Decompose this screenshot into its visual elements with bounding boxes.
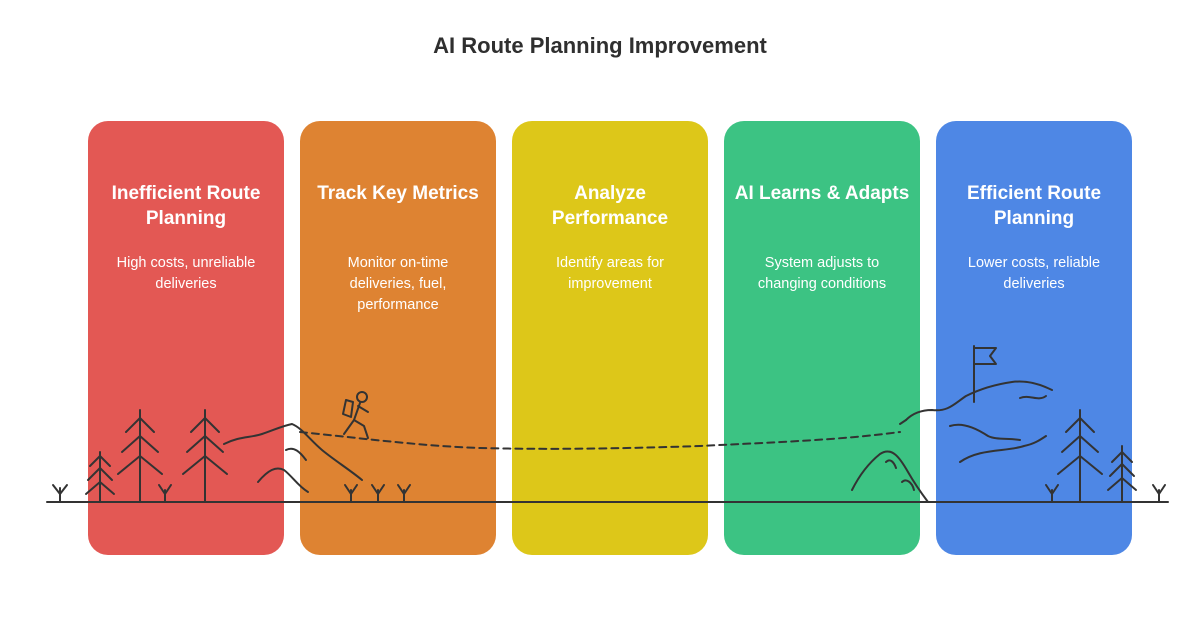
- stage-card-ai-learns: AI Learns & Adapts System adjusts to cha…: [724, 121, 920, 555]
- grass-icon: [158, 484, 172, 503]
- stage-description: Identify areas for improvement: [556, 255, 664, 292]
- stage-title: Efficient Route Planning: [966, 183, 1102, 229]
- stage-card-inefficient: Inefficient Route Planning High costs, u…: [88, 121, 284, 555]
- stage-description: Monitor on-time deliveries, fuel, perfor…: [347, 255, 449, 313]
- route-path: [299, 431, 901, 450]
- tree-icon: [117, 409, 163, 503]
- page-title: AI Route Planning Improvement: [433, 33, 767, 58]
- grass-icon: [52, 484, 68, 503]
- stage-description: System adjusts to changing conditions: [757, 255, 887, 292]
- mountain-right: [905, 380, 1053, 421]
- hill-left-detail: [285, 447, 307, 461]
- stage-card-efficient: Efficient Route Planning Lower costs, re…: [936, 121, 1132, 555]
- grass-icon: [1152, 484, 1166, 503]
- stage-title: Inefficient Route Planning: [111, 183, 261, 229]
- mountain-right-detail: [959, 435, 1047, 463]
- grass-icon: [1045, 484, 1059, 503]
- stage-title: AI Learns & Adapts: [734, 183, 910, 204]
- flag-icon: [973, 345, 997, 403]
- mountain-right-detail: [901, 479, 915, 491]
- tree-icon: [85, 451, 115, 503]
- stage-description: High costs, unreliable deliveries: [116, 255, 256, 292]
- mountain-right-detail: [885, 459, 897, 469]
- stage-card-analyze: Analyze Performance Identify areas for i…: [512, 121, 708, 555]
- hill-left: [223, 423, 363, 481]
- hill-left-detail: [257, 467, 309, 493]
- tree-icon: [1057, 409, 1103, 503]
- mountain-right-detail: [1019, 395, 1047, 400]
- tree-icon: [1107, 445, 1137, 503]
- grass-icon: [371, 484, 385, 503]
- grass-icon: [397, 484, 411, 503]
- tree-icon: [182, 409, 228, 503]
- stage-title: Track Key Metrics: [317, 183, 479, 204]
- mountain-right-detail: [949, 423, 1021, 441]
- mountain-right-detail: [851, 450, 929, 503]
- mountain-right-detail: [899, 419, 907, 425]
- hiker-icon: [342, 391, 369, 439]
- stage-card-track: Track Key Metrics Monitor on-time delive…: [300, 121, 496, 555]
- stage-description: Lower costs, reliable deliveries: [967, 255, 1101, 292]
- grass-icon: [344, 484, 358, 503]
- stage-title: Analyze Performance: [551, 183, 669, 229]
